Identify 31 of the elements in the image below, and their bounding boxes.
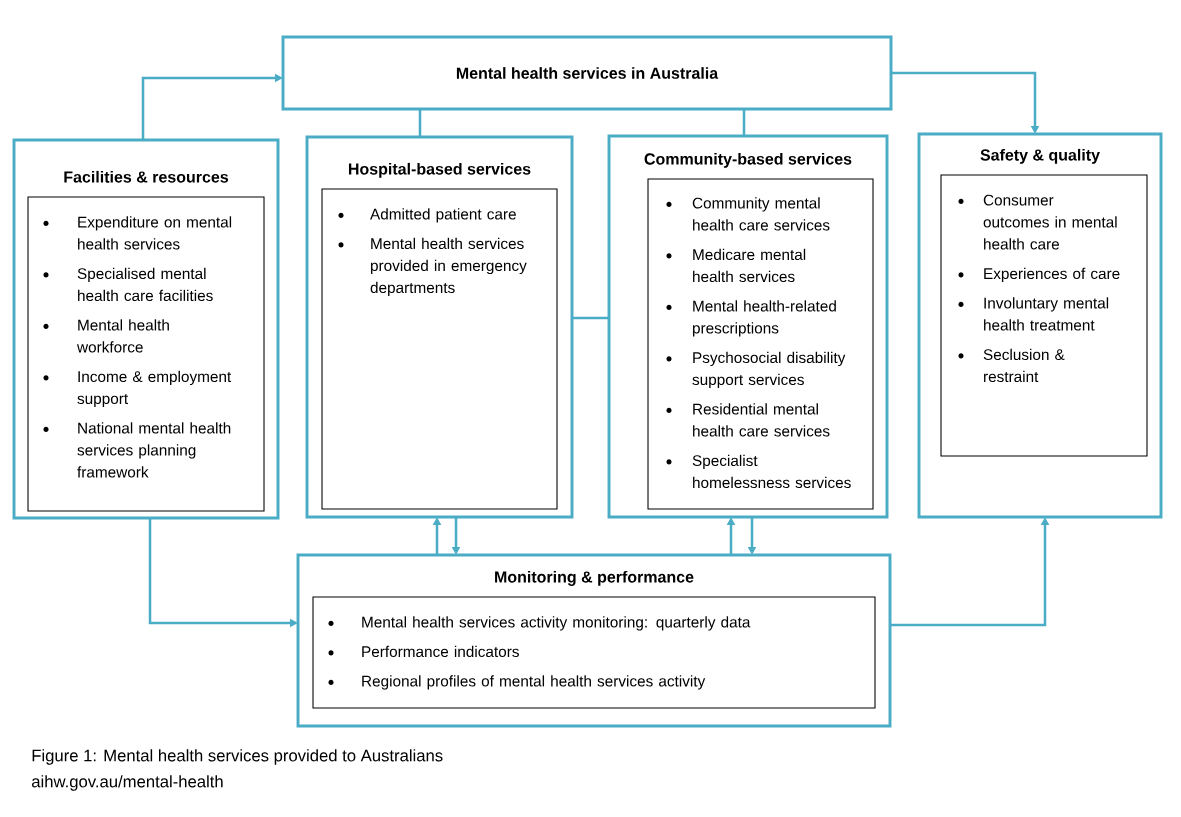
connector-line [572,316,609,320]
list-box [27,196,265,512]
list-item: Residential mental health care services [693,403,830,437]
list-item: Regional profiles of mental health services activity [362,675,706,690]
title-box: Mental health services in Australia [281,35,893,111]
connector-line [742,109,746,136]
list-item: Performance indicators [362,645,519,658]
list-item: Mental health-related prescriptions [693,300,836,337]
list-item: Involuntary mental health treatment [984,297,1109,331]
connector-line [418,109,422,137]
list-item: Income & employment support [77,370,232,408]
list-item: Psychosocial disability support services [692,351,846,389]
list-item: Mental health services activity monitoring: quarterly data [362,616,751,631]
list-item: Admitted patient care [370,208,516,223]
list-box [312,596,876,709]
list-item: National mental health services planning framework [77,422,231,478]
list-item: Experiences of care [984,267,1120,283]
list-item: Expenditure on mental health services [78,216,232,250]
list-box [940,174,1148,457]
figure-caption: Figure 1: Mental health services provided to Australians [32,749,443,765]
list-item: Mental health services provided in emergency departments [370,237,527,297]
list-item: Mental health workforce [77,319,169,353]
list-item: Medicare mental health services [693,248,806,283]
list-item: Specialist homelessness services [692,454,851,489]
list-box [321,188,558,510]
list-item: Community mental health care services [692,197,830,231]
list-box [647,178,874,510]
list-item: Specialised mental health care facilities [77,267,213,302]
list-item: Seclusion & restraint [983,348,1065,383]
source-url: aihw.gov.au/mental-health [32,775,223,791]
list-item: Consumer outcomes in mental health care [983,194,1117,250]
